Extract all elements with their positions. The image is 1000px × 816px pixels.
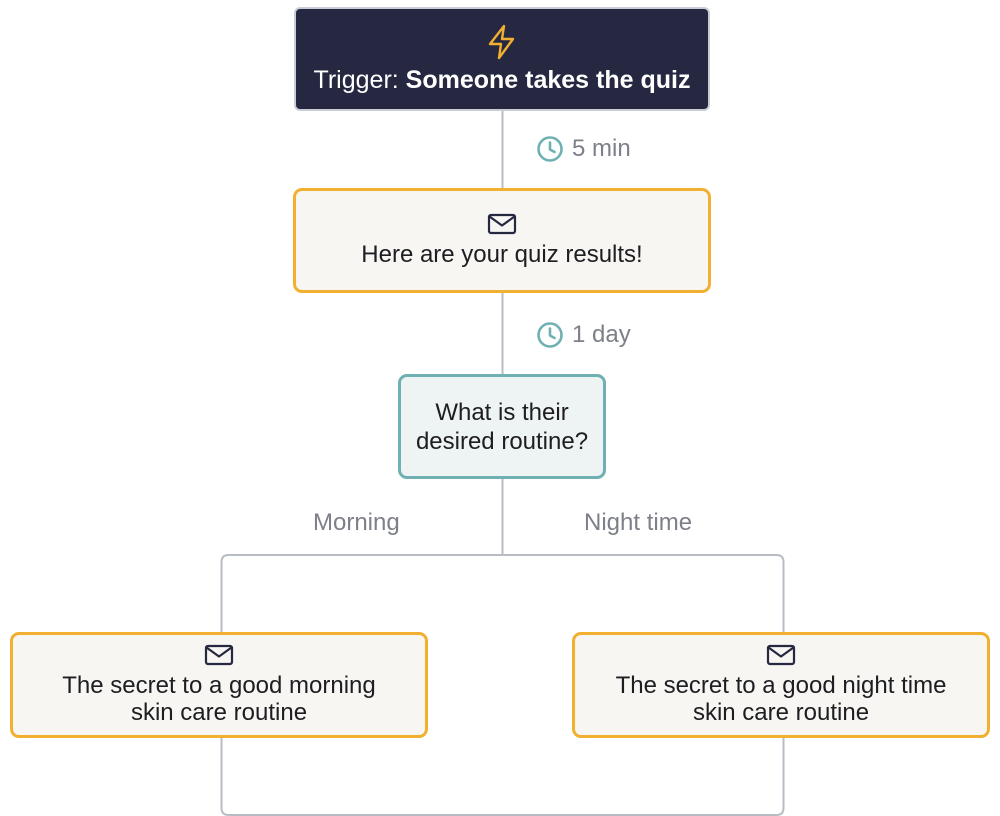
email-subject-line-2: skin care routine <box>130 699 308 726</box>
envelope-icon <box>487 213 517 235</box>
trigger-prefix: Trigger: <box>313 65 406 94</box>
branch-label-night-time: Night time <box>584 509 693 536</box>
email-node-night-routine[interactable]: The secret to a good night time skin car… <box>572 632 990 738</box>
wait-step-5-min[interactable]: 5 min <box>536 135 631 163</box>
email-subject-line-2: skin care routine <box>692 699 870 726</box>
clock-icon <box>537 136 563 162</box>
wait-label: 5 min <box>572 135 631 162</box>
branch-label-morning: Morning <box>313 509 400 536</box>
wait-label: 1 day <box>572 321 631 348</box>
email-node-morning-routine[interactable]: The secret to a good morning skin care r… <box>10 632 428 738</box>
decision-node[interactable]: What is their desired routine? <box>398 374 606 479</box>
email-subject-line-1: The secret to a good morning <box>62 672 376 699</box>
lightning-bolt-icon <box>488 24 515 59</box>
email-node-quiz-results[interactable]: Here are your quiz results! <box>293 188 711 293</box>
envelope-icon <box>204 644 234 666</box>
envelope-icon <box>766 644 796 666</box>
decision-question-line-2: desired routine? <box>415 427 589 455</box>
wait-step-1-day[interactable]: 1 day <box>536 321 631 349</box>
trigger-event: Someone takes the quiz <box>405 65 691 94</box>
clock-icon <box>537 322 563 348</box>
email-subject: Here are your quiz results! <box>361 241 643 268</box>
email-subject-line-1: The secret to a good night time <box>615 672 947 699</box>
connector-split-branches <box>220 554 785 632</box>
trigger-node[interactable]: Trigger: Someone takes the quiz <box>294 7 710 111</box>
decision-question-line-1: What is their <box>435 398 569 426</box>
trigger-label: Trigger: Someone takes the quiz <box>314 66 691 95</box>
connector-merge-branches <box>220 738 785 816</box>
